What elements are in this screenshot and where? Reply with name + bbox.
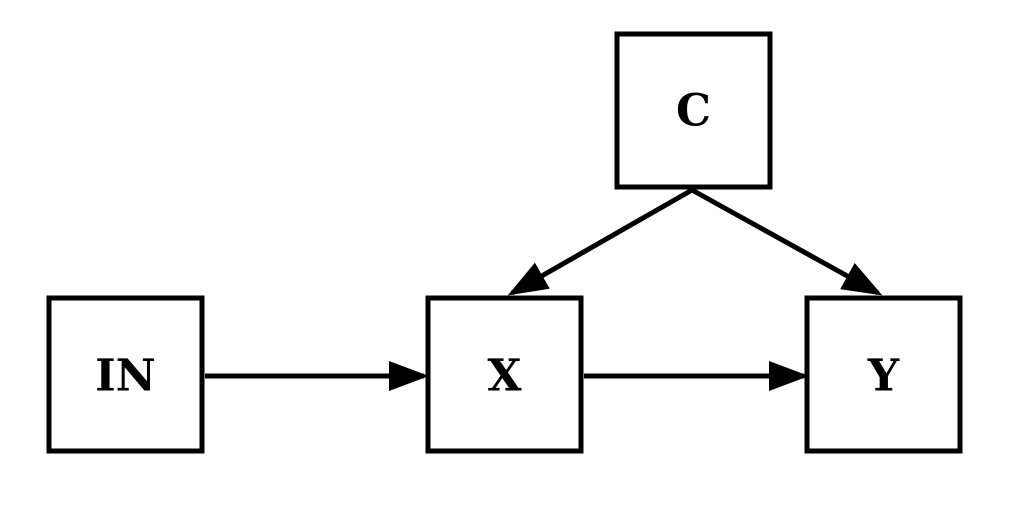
node-in-label: IN <box>95 351 156 402</box>
node-x-label: X <box>487 351 522 402</box>
node-x-box <box>425 295 584 454</box>
node-c-box <box>614 31 773 190</box>
node-x: X <box>425 295 584 454</box>
node-y-box <box>804 295 963 454</box>
node-y: Y <box>804 295 963 454</box>
node-in-box <box>46 295 205 454</box>
node-c: C <box>614 31 773 190</box>
edge-c-to-y <box>690 187 883 296</box>
node-y-label: Y <box>867 351 900 402</box>
edge-c-to-x <box>507 187 694 296</box>
node-c-label: C <box>676 86 711 137</box>
node-in: IN <box>46 295 205 454</box>
